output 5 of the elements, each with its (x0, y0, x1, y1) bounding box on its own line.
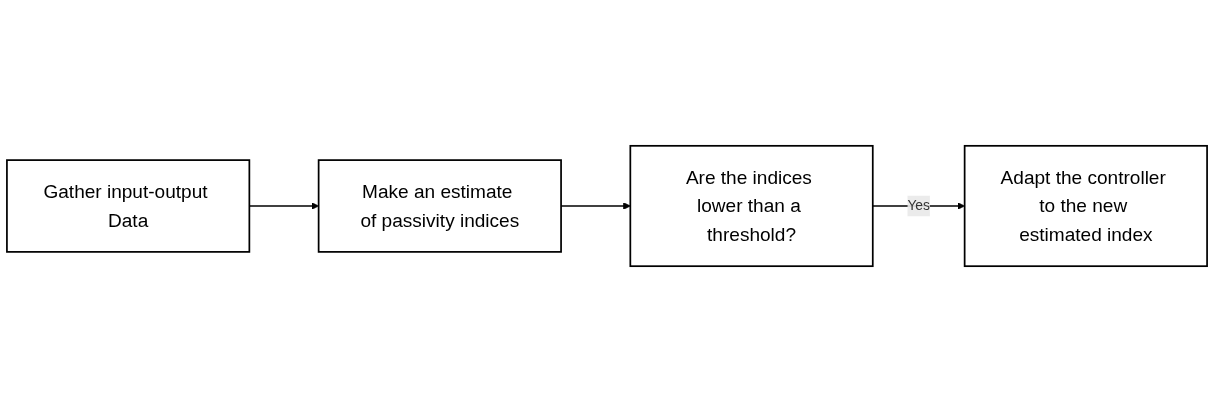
edge-label: Yes (907, 198, 931, 213)
node-box: Adapt the controller to the new estimated index (963, 144, 1208, 268)
node-box: Make an estimate of passivity indices (317, 159, 562, 253)
node-box: Gather input-output Data (6, 159, 251, 253)
node-box: Are the indices lower than a threshold? (629, 144, 874, 268)
